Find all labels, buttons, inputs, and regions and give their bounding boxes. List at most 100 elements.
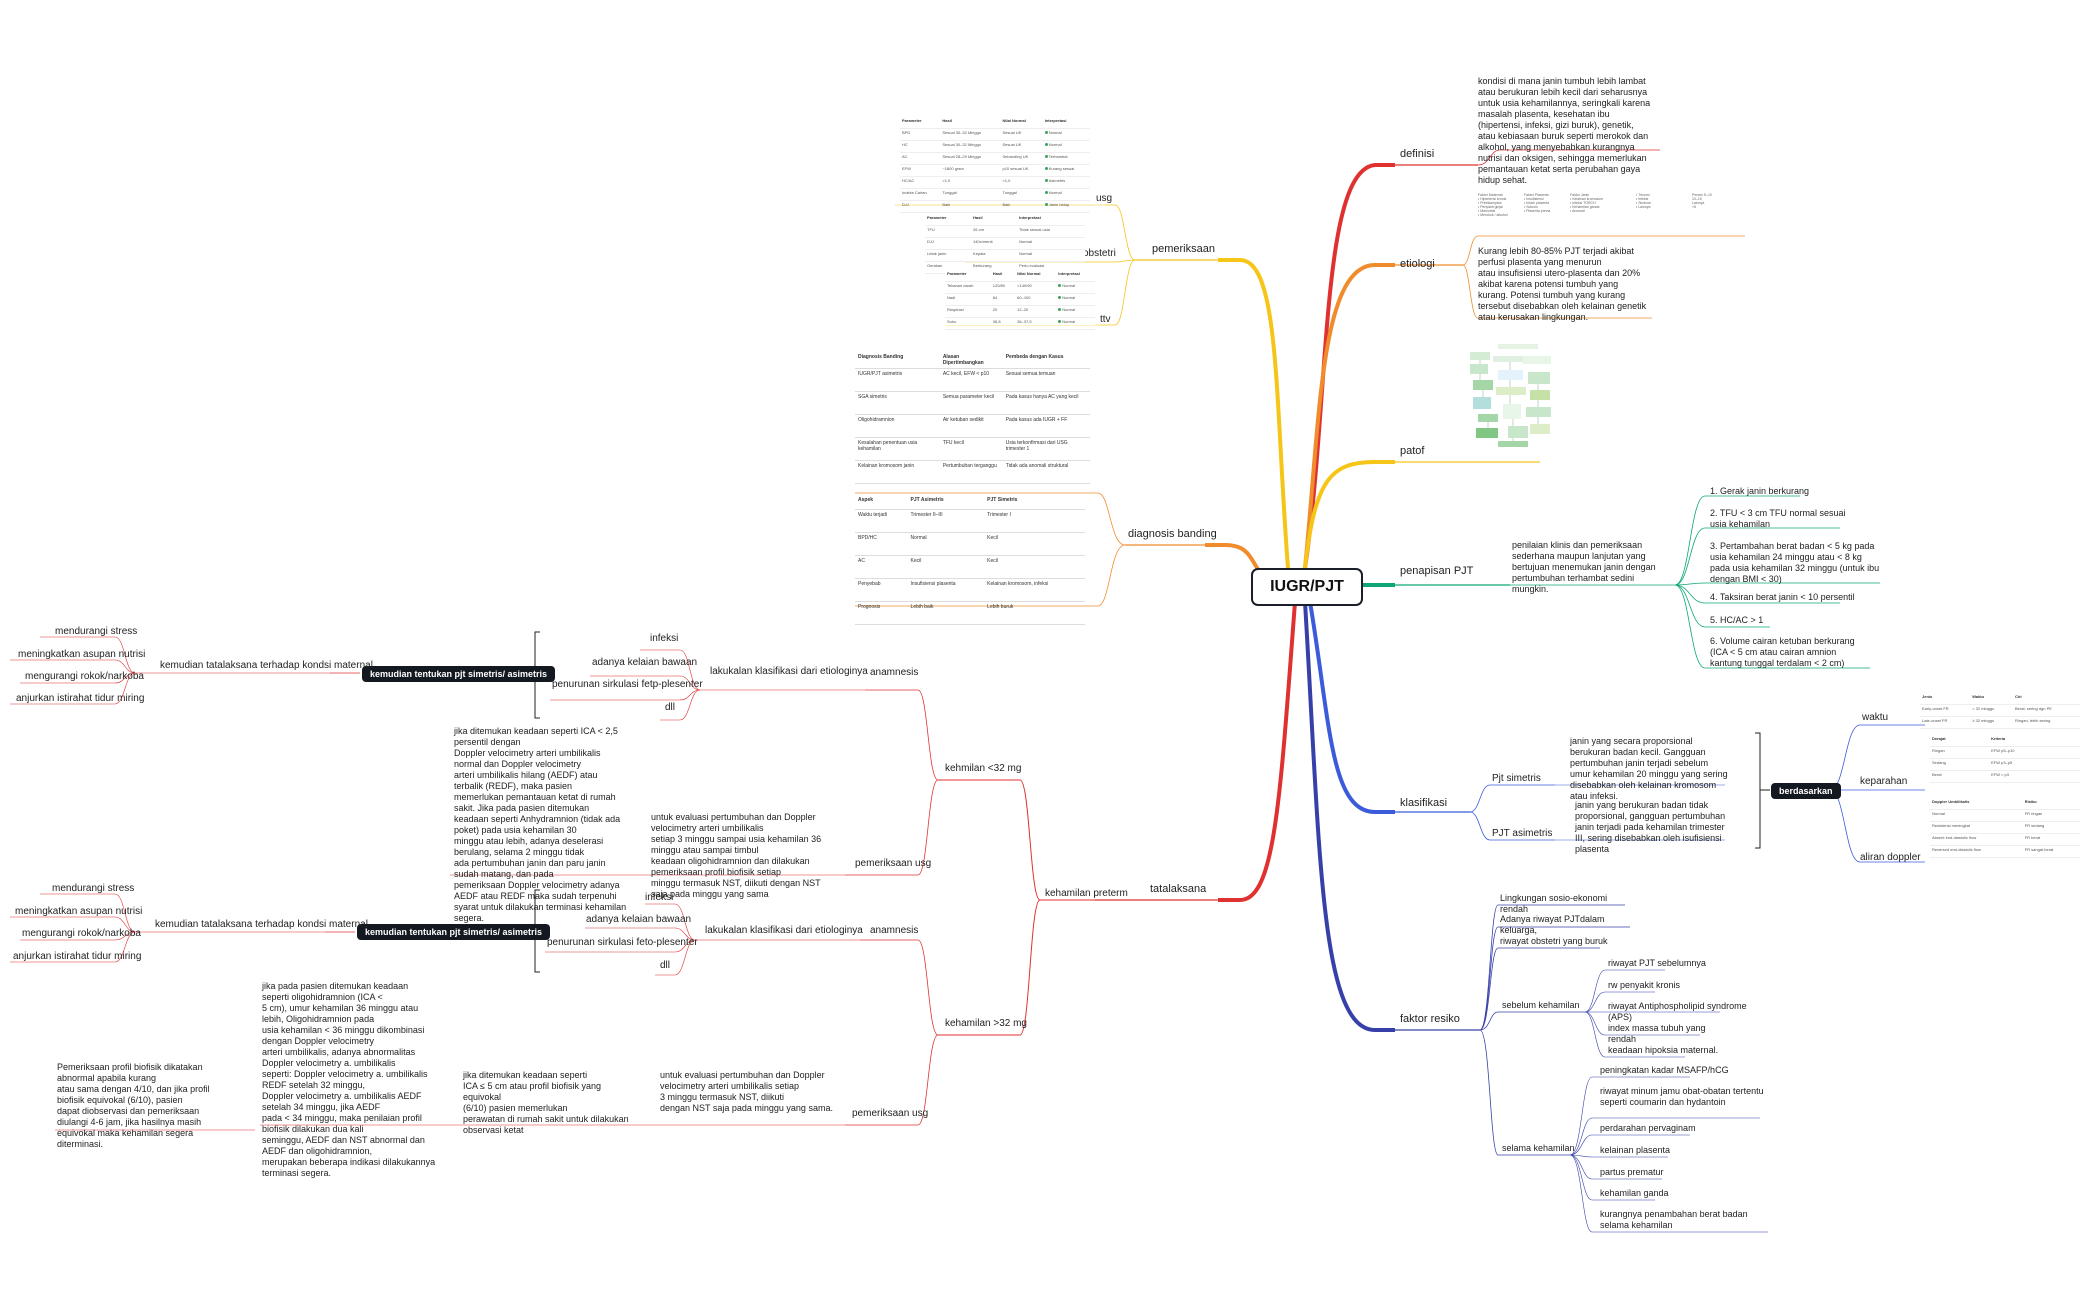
sebelum-item-5[interactable]: keadaan hipoksia maternal. — [1608, 1045, 1719, 1055]
branch-penapisan[interactable]: penapisan PJT — [1400, 565, 1474, 577]
gt32-pemeriksaan-usg[interactable]: pemeriksaan usg — [852, 1108, 929, 1119]
lt32-pemeriksaan-usg[interactable]: pemeriksaan usg — [855, 858, 932, 869]
faktor-item-riwayat-pjt-keluarga[interactable]: Adanya riwayat PJTdalam keluarga, — [1500, 914, 1605, 935]
gt32-dll[interactable]: dll — [660, 960, 671, 971]
lt32-penurunan-sirkulasi[interactable]: penurunan sirkulasi fetp-plesenter — [552, 679, 703, 690]
link-tatalaksana — [1218, 601, 1297, 902]
gt32-penurunan-sirkulasi[interactable]: penurunan sirkulasi feto-plesenter — [547, 937, 698, 948]
branch-klasifikasi[interactable]: klasifikasi — [1400, 797, 1448, 809]
berdasarkan-waktu[interactable]: waktu — [1862, 712, 1889, 723]
branch-etiologi[interactable]: etiologi — [1400, 258, 1435, 270]
kehamilan-lebih-32[interactable]: kehamilan >32 mg — [945, 1018, 1027, 1029]
branch-diagnosis-banding[interactable]: diagnosis banding — [1128, 528, 1217, 540]
branch-patof[interactable]: patof — [1400, 445, 1425, 457]
gt32-maternal-1[interactable]: mendurangi stress — [52, 883, 135, 894]
lt32-usg-text-2: jika ditemukan keadaan seperti ICA < 2,5… — [454, 726, 627, 923]
pemeriksaan-usg[interactable]: usg — [1096, 193, 1113, 204]
faktor-sebelum-kehamilan[interactable]: sebelum kehamilan — [1502, 1000, 1580, 1010]
branch-faktor-resiko[interactable]: faktor resiko — [1400, 1013, 1460, 1025]
gt32-usg-text-3: jika pada pasien ditemukan keadaan seper… — [262, 981, 436, 1178]
faktor-item-sosio[interactable]: Lingkungan sosio-ekonomi rendah — [1500, 893, 1608, 914]
gt32-maternal-2[interactable]: meningkatkan asupan nutrisi — [15, 906, 143, 917]
berdasarkan-keparahan[interactable]: keparahan — [1860, 776, 1908, 787]
selama-item-5[interactable]: partus prematur — [1600, 1167, 1664, 1177]
selama-item-6[interactable]: kehamilan ganda — [1600, 1188, 1669, 1198]
gt32-tatalaksana-maternal[interactable]: kemudian tatalaksana terhadap kondsi mat… — [155, 919, 368, 930]
pemeriksaan-obstetri[interactable]: obstetri — [1083, 248, 1116, 259]
link-pemeriksaan — [1218, 258, 1290, 569]
berdasarkan-aliran-doppler[interactable]: aliran doppler — [1860, 852, 1921, 863]
klasifikasi-simetris-text: janin yang secara proporsional berukuran… — [1570, 736, 1728, 801]
link-etiologi — [1303, 263, 1395, 569]
gt32-infeksi[interactable]: infeksi — [645, 892, 674, 903]
gt32-maternal-4[interactable]: anjurkan istirahat tidur miring — [13, 951, 142, 962]
selama-item-7[interactable]: kurangnya penambahan berat badan selama … — [1600, 1209, 1748, 1230]
lt32-klasifikasi[interactable]: lakukalan klasifikasi dari etiologinya — [710, 666, 868, 677]
berdasarkan-node[interactable]: berdasarkan — [1771, 783, 1841, 799]
root-node[interactable]: IUGR/PJT — [1251, 568, 1363, 606]
etiologi-thumbnail: Faktor Maternal• Hipertensi kronis• Pree… — [1478, 193, 1743, 233]
link-patof — [1303, 460, 1395, 569]
kehamilan-kurang-32[interactable]: kehmilan <32 mg — [945, 763, 1022, 774]
penapisan-item-6[interactable]: 6. Volume cairan ketuban berkurang (ICA … — [1710, 636, 1855, 668]
selama-item-1[interactable]: peningkatan kadar MSAFP/hCG — [1600, 1065, 1729, 1075]
branch-definisi[interactable]: definisi — [1400, 148, 1435, 160]
faktor-item-riwayat-obstetri[interactable]: riwayat obstetri yang buruk — [1500, 936, 1608, 946]
gt32-anamnesis[interactable]: anamnesis — [870, 925, 919, 936]
etiologi-text: Kurang lebih 80-85% PJT terjadi akibat p… — [1478, 246, 1647, 322]
sebelum-item-4[interactable]: index massa tubuh yang rendah — [1608, 1023, 1706, 1044]
lt32-maternal-2[interactable]: meningkatkan asupan nutrisi — [18, 649, 146, 660]
klasifikasi-simetris[interactable]: Pjt simetris — [1492, 773, 1541, 784]
faktor-selama-kehamilan[interactable]: selama kehamilan — [1502, 1143, 1575, 1153]
penapisan-item-2[interactable]: 2. TFU < 3 cm TFU normal sesuai usia keh… — [1710, 508, 1846, 529]
patof-flowchart-thumbnail — [1470, 344, 1551, 447]
penapisan-text: penilaian klinis dan pemeriksaan sederha… — [1512, 540, 1656, 594]
lt32-anamnesis[interactable]: anamnesis — [870, 667, 919, 678]
penapisan-item-1[interactable]: 1. Gerak janin berkurang — [1710, 486, 1810, 496]
sebelum-item-3[interactable]: riwayat Antiphospholipid syndrome (APS) — [1608, 1001, 1747, 1022]
sebelum-item-1[interactable]: riwayat PJT sebelumnya — [1608, 958, 1706, 968]
lt32-maternal-3[interactable]: mengurangi rokok/narkoba — [25, 671, 144, 682]
sebelum-item-2[interactable]: rw penyakit kronis — [1608, 980, 1681, 990]
gt32-adanya-kelainan-bawaan[interactable]: adanya kelaian bawaan — [586, 914, 692, 925]
klasifikasi-asimetris-text: janin yang berukuran badan tidak propors… — [1575, 800, 1726, 854]
klasifikasi-asimetris[interactable]: PJT asimetris — [1492, 828, 1553, 839]
branch-tatalaksana[interactable]: tatalaksana — [1150, 883, 1207, 895]
link-klasifikasi — [1308, 601, 1395, 814]
penapisan-item-4[interactable]: 4. Taksiran berat janin < 10 persentil — [1710, 592, 1855, 602]
branch-pemeriksaan[interactable]: pemeriksaan — [1152, 243, 1215, 255]
lt32-maternal-4[interactable]: anjurkan istirahat tidur miring — [16, 693, 145, 704]
lt32-tatalaksana-maternal[interactable]: kemudian tatalaksana terhadap kondsi mat… — [160, 660, 373, 671]
link-faktor-resiko — [1303, 601, 1395, 1032]
lt32-infeksi[interactable]: infeksi — [650, 633, 679, 644]
lt32-adanya-kelainan-bawaan[interactable]: adanya kelaian bawaan — [592, 657, 698, 668]
gt32-maternal-3[interactable]: mengurangi rokok/narkoba — [22, 928, 141, 939]
gt32-usg-text-1: untuk evaluasi pertumbuhan dan Doppler v… — [660, 1070, 833, 1113]
lt32-tentukan-pjt[interactable]: kemudian tentukan pjt simetris/ asimetri… — [362, 666, 556, 682]
selama-item-3[interactable]: perdarahan pervaginam — [1600, 1123, 1696, 1133]
gt32-tentukan-pjt[interactable]: kemudian tentukan pjt simetris/ asimetri… — [357, 924, 551, 940]
link-definisi — [1303, 163, 1395, 569]
penapisan-item-5[interactable]: 5. HC/AC > 1 — [1710, 615, 1764, 625]
definisi-text: kondisi di mana janin tumbuh lebih lamba… — [1478, 76, 1651, 185]
gt32-usg-text-4: Pemeriksaan profil biofisik dikatakan ab… — [57, 1062, 210, 1149]
gt32-klasifikasi[interactable]: lakukalan klasifikasi dari etiologinya — [705, 925, 863, 936]
pemeriksaan-ttv[interactable]: ttv — [1100, 314, 1111, 325]
selama-item-2[interactable]: riwayat minum jamu obat-obatan tertentu … — [1600, 1086, 1764, 1107]
kehamilan-preterm[interactable]: kehamilan preterm — [1045, 888, 1128, 899]
penapisan-item-3[interactable]: 3. Pertambahan berat badan < 5 kg pada u… — [1710, 541, 1880, 584]
lt32-maternal-1[interactable]: mendurangi stress — [55, 626, 138, 637]
lt32-usg-text-1: untuk evaluasi pertumbuhan dan Doppler v… — [651, 812, 822, 899]
lt32-dll[interactable]: dll — [665, 702, 676, 713]
selama-item-4[interactable]: kelainan plasenta — [1600, 1145, 1671, 1155]
